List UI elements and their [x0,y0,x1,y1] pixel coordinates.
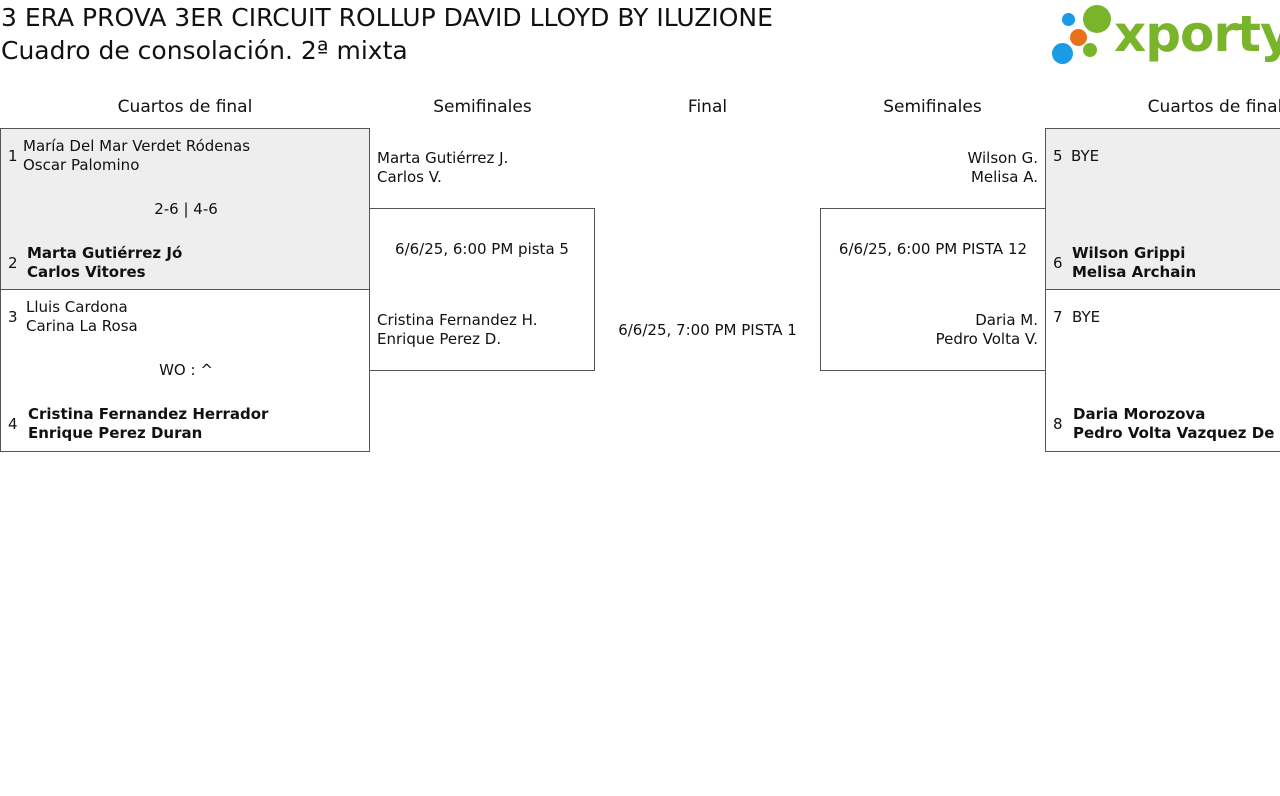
seed-number: 1 [8,147,18,165]
winner-player-1: Wilson Grippi [1072,244,1186,262]
seed-number: 5 [1053,147,1063,165]
match-score: 2-6 | 4-6 [154,200,218,218]
left-sf-team-1-player-1: Marta Gutiérrez J. [377,149,509,167]
winner-player-2: Enrique Perez Duran [28,424,203,442]
seed-number: 3 [8,308,18,326]
left-qf-match-2[interactable]: 3 Lluis Cardona Carina La Rosa WO : ^ 4 … [0,289,370,452]
left-sf-match[interactable]: 6/6/25, 6:00 PM pista 5 Cristina Fernand… [369,208,595,371]
right-sf-team-1-player-2: Melisa A. [970,168,1038,186]
match-schedule: 6/6/25, 6:00 PM PISTA 12 [838,240,1028,258]
logo-wordmark: xporty [1114,5,1280,63]
team-bye: BYE [1072,308,1101,326]
right-sf-match[interactable]: 6/6/25, 6:00 PM PISTA 12 Daria M. Pedro … [820,208,1046,371]
right-qf-match-1[interactable]: 5 BYE 6 Wilson Grippi Melisa Archain [1045,128,1280,290]
team-player-2: Oscar Palomino [23,156,140,174]
left-sf-team-2-player-1: Cristina Fernandez H. [377,311,538,329]
draw-subtitle: Cuadro de consolación. 2ª mixta [1,36,408,65]
seed-number: 7 [1053,308,1063,326]
winner-player-2: Carlos Vitores [27,263,146,281]
right-sf-team-1-player-1: Wilson G. [967,149,1039,167]
winner-player-1: Marta Gutiérrez Jó [27,244,183,262]
round-final: Final [687,97,728,117]
winner-player-1: Cristina Fernandez Herrador [28,405,269,423]
final-schedule[interactable]: 6/6/25, 7:00 PM PISTA 1 [618,321,797,339]
logo-dot-orange [1070,29,1087,46]
logo-dot-blue [1062,13,1075,26]
right-qf-match-2[interactable]: 7 BYE 8 Daria Morozova Pedro Volta Vazqu… [1045,289,1280,452]
seed-number: 2 [8,254,18,272]
team-player-1: María Del Mar Verdet Ródenas [23,137,251,155]
team-player-1: Lluis Cardona [26,298,128,316]
winner-player-2: Melisa Archain [1072,263,1197,281]
winner-player-1: Daria Morozova [1073,405,1206,423]
round-left-semifinals: Semifinales [433,97,532,117]
right-sf-team-2-player-1: Daria M. [975,311,1038,329]
team-player-2: Carina La Rosa [26,317,138,335]
left-sf-team-2-player-2: Enrique Perez D. [377,330,502,348]
round-left-quarterfinals: Cuartos de final [117,97,253,117]
match-score: WO : ^ [159,361,213,379]
match-schedule: 6/6/25, 6:00 PM pista 5 [395,240,569,258]
seed-number: 4 [8,415,18,433]
seed-number: 8 [1053,415,1063,433]
logo-dot-blue-big [1052,43,1073,64]
team-bye: BYE [1071,147,1100,165]
tournament-title: 3 ERA PROVA 3ER CIRCUIT ROLLUP DAVID LLO… [1,3,773,32]
right-sf-team-2-player-2: Pedro Volta V. [935,330,1038,348]
left-qf-match-1[interactable]: 1 María Del Mar Verdet Ródenas Oscar Pal… [0,128,370,290]
left-sf-team-1-player-2: Carlos V. [377,168,442,186]
xporty-logo[interactable]: xporty [1052,5,1280,67]
round-right-semifinals: Semifinales [883,97,982,117]
round-right-quarterfinals: Cuartos de final [1147,97,1280,117]
logo-dot-green-small [1083,43,1097,57]
winner-player-2: Pedro Volta Vazquez De Castro [1073,424,1280,442]
seed-number: 6 [1053,254,1063,272]
logo-dot-green-top [1083,5,1111,33]
